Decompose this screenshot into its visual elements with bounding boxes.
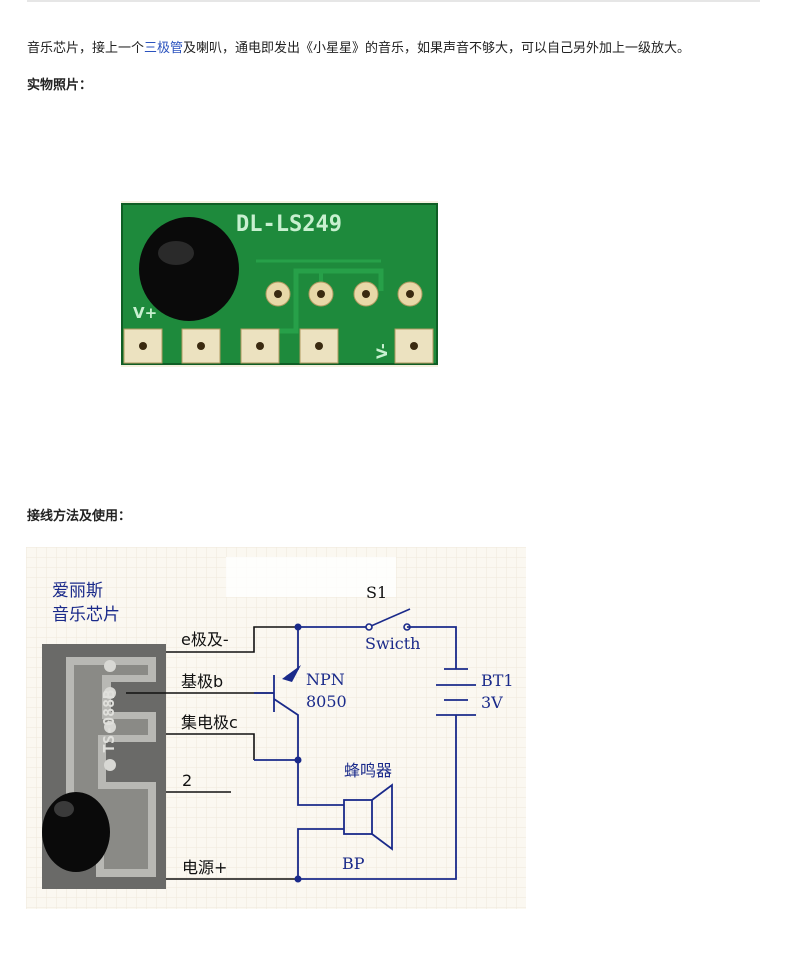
wiring-heading: 接线方法及使用： (27, 509, 132, 524)
wiring-schematic: TS-088B 爱丽斯 音乐芯片 e极及- 基极b 集电极c 2 电源+ S1 … (26, 547, 526, 909)
pin-b-label: 基极b (181, 672, 223, 691)
chip-title-line1: 爱丽斯 (52, 581, 103, 601)
chip-photo: TS-088B (42, 644, 166, 889)
buzzer-ref: BP (342, 854, 365, 873)
chip-board-photo: DL-LS249 V+ V- (121, 201, 438, 367)
battery-bt1 (436, 668, 476, 716)
chip-side-text: TS-088B (100, 690, 118, 753)
transistor-type: NPN (306, 670, 345, 689)
intro-paragraph: 音乐芯片，接上一个三极管及喇叭，通电即发出《小星星》的音乐，如果声音不够大，可以… (27, 39, 767, 59)
pin-c-label: 集电极c (181, 713, 238, 732)
pin-power-label: 电源+ (182, 858, 227, 877)
pin-2-label: 2 (182, 771, 192, 790)
buzzer-symbol (343, 783, 393, 851)
transistor-link[interactable]: 三极管 (144, 41, 184, 56)
buzzer-label: 蜂鸣器 (344, 761, 392, 780)
intro-text-before: 音乐芯片，接上一个 (27, 41, 145, 56)
top-divider (27, 0, 760, 2)
board-vminus: V- (375, 343, 391, 359)
board-vplus: V+ (133, 304, 157, 322)
transistor-emitter-arrow (282, 665, 301, 682)
photo-heading: 实物照片： (27, 78, 93, 93)
transistor-model: 8050 (306, 692, 347, 711)
intro-text-after: 及喇叭，通电即发出《小星星》的音乐，如果声音不够大，可以自己另外加上一级放大。 (183, 41, 691, 56)
pin-e-label: e极及- (181, 630, 229, 649)
battery-voltage: 3V (481, 693, 503, 712)
switch-name: S1 (366, 583, 387, 602)
switch-word: Swicth (365, 634, 420, 653)
chip-title-line2: 音乐芯片 (52, 605, 120, 625)
battery-name: BT1 (481, 671, 514, 690)
board-label: DL-LS249 (236, 212, 342, 237)
switch-s1 (365, 608, 411, 631)
